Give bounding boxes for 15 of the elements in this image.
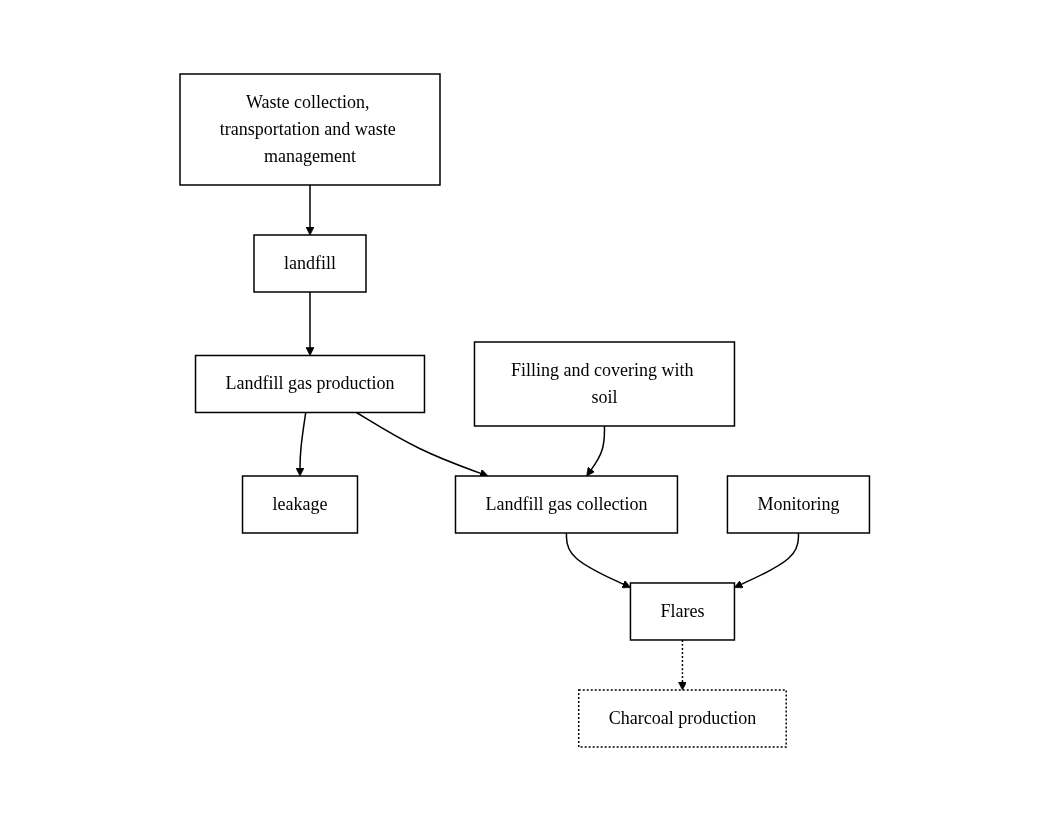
node-box: Filling and covering with soil xyxy=(474,341,736,427)
arrow xyxy=(734,532,800,589)
arrow xyxy=(678,639,688,691)
node-box: Landfill gas collection xyxy=(455,475,679,534)
arrow xyxy=(586,425,606,477)
arrow xyxy=(295,411,307,477)
arrow xyxy=(305,291,315,356)
node-box: landfill xyxy=(253,234,367,293)
node-box: Flares xyxy=(629,582,736,641)
node-box: Monitoring xyxy=(726,475,871,534)
node-box: leakage xyxy=(242,475,359,534)
node-box: Charcoal production xyxy=(578,689,788,748)
arrow xyxy=(305,184,315,236)
node-box: Landfill gas production xyxy=(195,354,426,414)
node-box: Waste collection, transportation and waste management xyxy=(179,73,441,186)
